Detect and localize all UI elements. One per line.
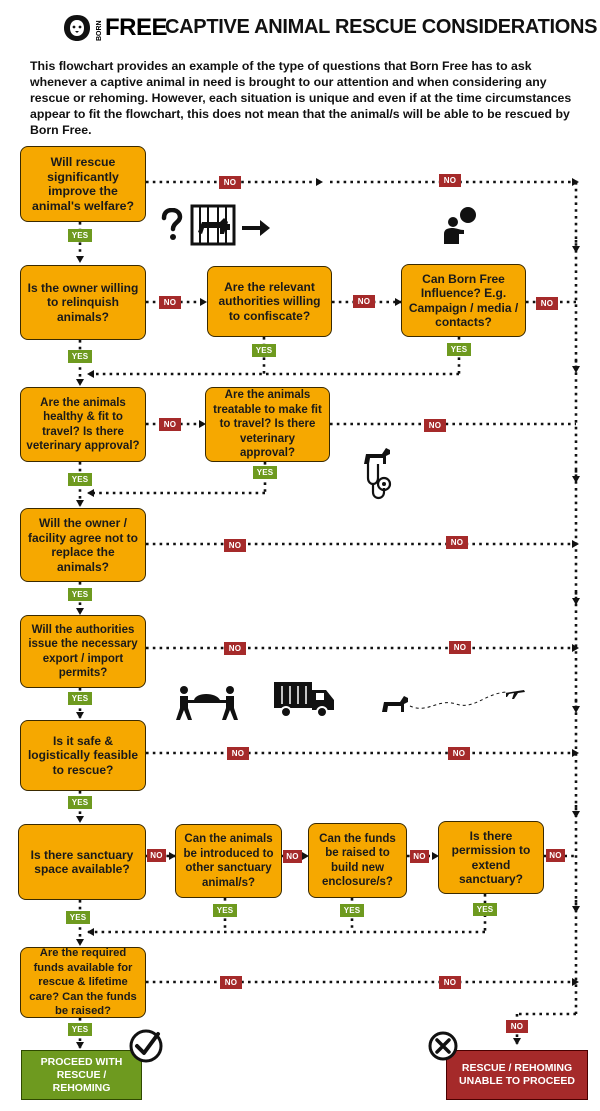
no-label: NO (219, 176, 241, 189)
page-title: CAPTIVE ANIMAL RESCUE CONSIDERATIONS (165, 16, 598, 38)
caged-animal-icon (190, 204, 236, 246)
checkmark-icon (129, 1029, 163, 1063)
no-label: NO (220, 976, 242, 989)
yes-label: YES (68, 350, 92, 363)
no-label: NO (224, 642, 246, 655)
lion-logo-icon (64, 15, 90, 41)
no-label: NO (159, 418, 181, 431)
yes-label: YES (213, 904, 237, 917)
stethoscope-icon (366, 464, 392, 500)
stretcher-carriers-icon (176, 686, 238, 720)
question-permission-extend-sanctuary: Is there permission to extend sanctuary? (438, 821, 544, 894)
dog-icon (364, 448, 390, 464)
dog-travel-icon (382, 696, 408, 712)
question-treatable-fit-travel: Are the animals treatable to make fit to… (205, 387, 330, 462)
no-label: NO (159, 296, 181, 309)
question-owner-relinquish: Is the owner willing to relinquish anima… (20, 265, 146, 340)
yes-label: YES (68, 796, 92, 809)
question-not-replace-animals: Will the owner / facility agree not to r… (20, 508, 146, 582)
question-born-free-influence: Can Born Free Influence? E.g. Campaign /… (401, 264, 526, 337)
no-label: NO (546, 849, 565, 862)
born-free-logo: BORN FREE (62, 13, 168, 43)
yes-label: YES (252, 344, 276, 357)
cross-icon (428, 1031, 458, 1061)
question-rescue-improve-welfare: Will rescue significantly improve the an… (20, 146, 146, 222)
no-label: NO (410, 850, 429, 863)
question-mark-icon (161, 208, 183, 240)
no-label: NO (283, 850, 302, 863)
question-funds-new-enclosures: Can the funds be raised to build new enc… (308, 823, 407, 898)
question-required-funds: Are the required funds available for res… (20, 947, 146, 1018)
no-label: NO (224, 539, 246, 552)
outcome-unable: RESCUE / REHOMING UNABLE TO PROCEED (446, 1050, 588, 1100)
yes-label: YES (68, 473, 92, 486)
no-label: NO (227, 747, 249, 760)
intro-text: This flowchart provides an example of th… (30, 59, 572, 137)
dotted-trail (409, 691, 507, 709)
yes-label: YES (68, 229, 92, 242)
yes-label: YES (68, 1023, 92, 1036)
speaker-icon (444, 207, 476, 244)
no-label: NO (439, 976, 461, 989)
header: BORN FREE (62, 10, 168, 46)
question-introduce-other-animals: Can the animals be introduced to other s… (175, 824, 282, 898)
yes-label: YES (68, 588, 92, 601)
question-export-import-permits: Will the authorities issue the necessary… (20, 615, 146, 688)
no-label: NO (449, 641, 471, 654)
no-label: NO (536, 297, 558, 310)
no-label: NO (424, 419, 446, 432)
yes-label: YES (66, 911, 90, 924)
question-sanctuary-space: Is there sanctuary space available? (18, 824, 146, 900)
airplane-icon (505, 690, 525, 699)
no-label: NO (446, 536, 468, 549)
logo-bottom-text: FREE (105, 14, 168, 41)
outcome-proceed: PROCEED WITH RESCUE / REHOMING (21, 1050, 142, 1100)
no-label: NO (353, 295, 375, 308)
no-label: NO (147, 849, 166, 862)
yes-label: YES (340, 904, 364, 917)
logo-top-text: BORN (96, 20, 103, 41)
question-healthy-fit-travel: Are the animals healthy & fit to travel?… (20, 387, 146, 462)
yes-label: YES (68, 692, 92, 705)
no-label: NO (506, 1020, 528, 1033)
no-label: NO (448, 747, 470, 760)
yes-label: YES (253, 466, 277, 479)
question-safe-logistically-feasible: Is it safe & logistically feasible to re… (20, 720, 146, 791)
no-label: NO (439, 174, 461, 187)
question-authorities-confiscate: Are the relevant authorities willing to … (207, 266, 332, 337)
arrow-right-icon (242, 220, 270, 236)
yes-label: YES (473, 903, 497, 916)
yes-label: YES (447, 343, 471, 356)
truck-icon (274, 682, 334, 718)
